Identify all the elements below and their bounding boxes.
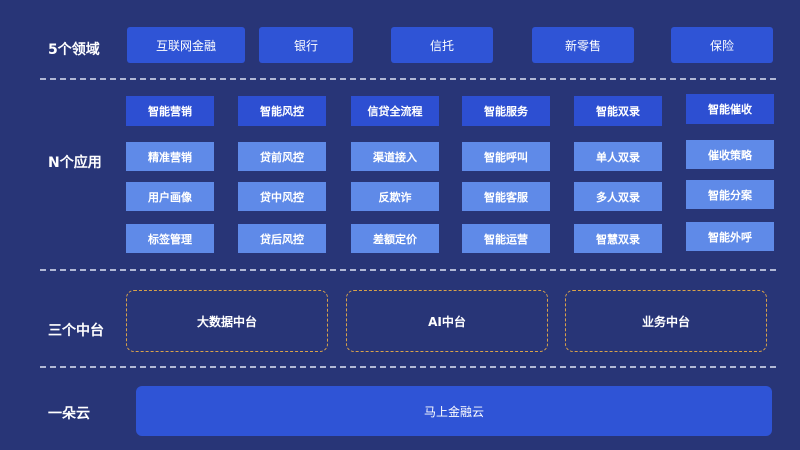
app-item: 渠道接入 (351, 142, 439, 171)
platforms-row-label: 三个中台 (48, 323, 104, 339)
app-item: 用户画像 (126, 182, 214, 211)
separator-2 (40, 269, 776, 271)
domain-internet-finance: 互联网金融 (127, 27, 245, 63)
platform-big-data: 大数据中台 (126, 290, 328, 352)
app-head-credit: 信贷全流程 (351, 96, 439, 126)
cloud-platform: 马上金融云 (136, 386, 772, 436)
separator-3 (40, 366, 776, 368)
platform-ai: AI中台 (346, 290, 548, 352)
domain-new-retail: 新零售 (532, 27, 634, 63)
domain-insurance: 保险 (671, 27, 773, 63)
separator-1 (40, 78, 776, 80)
app-item: 催收策略 (686, 140, 774, 169)
cloud-row-label: 一朵云 (48, 406, 90, 422)
app-item: 反欺诈 (351, 182, 439, 211)
app-item: 智能外呼 (686, 222, 774, 251)
app-item: 贷中风控 (238, 182, 326, 211)
domain-trust: 信托 (391, 27, 493, 63)
app-head-dual-recording: 智能双录 (574, 96, 662, 126)
app-item: 标签管理 (126, 224, 214, 253)
app-item: 贷后风控 (238, 224, 326, 253)
app-head-service: 智能服务 (462, 96, 550, 126)
platform-business: 业务中台 (565, 290, 767, 352)
apps-row-label: N个应用 (48, 155, 102, 171)
app-item: 智慧双录 (574, 224, 662, 253)
app-item: 智能分案 (686, 180, 774, 209)
app-item: 单人双录 (574, 142, 662, 171)
domains-row-label: 5个领域 (48, 42, 100, 58)
app-item: 智能呼叫 (462, 142, 550, 171)
app-item: 智能客服 (462, 182, 550, 211)
app-item: 差额定价 (351, 224, 439, 253)
app-head-marketing: 智能营销 (126, 96, 214, 126)
app-head-collection: 智能催收 (686, 94, 774, 124)
app-item: 多人双录 (574, 182, 662, 211)
app-head-risk: 智能风控 (238, 96, 326, 126)
app-item: 智能运营 (462, 224, 550, 253)
app-item: 贷前风控 (238, 142, 326, 171)
app-item: 精准营销 (126, 142, 214, 171)
domain-bank: 银行 (259, 27, 353, 63)
